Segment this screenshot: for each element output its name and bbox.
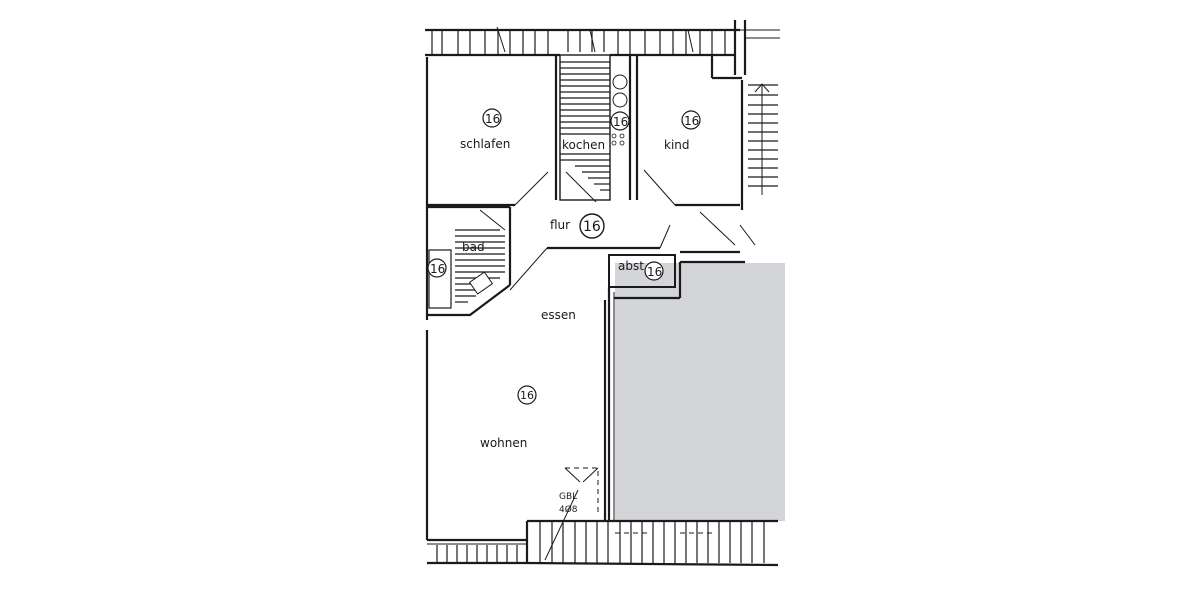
label-wohnen: wohnen	[480, 436, 527, 450]
room-wohnen	[544, 300, 607, 561]
badge-bad: 16	[430, 262, 445, 276]
top-balcony	[425, 20, 780, 75]
badge-kind: 16	[684, 114, 699, 128]
room-flur	[509, 211, 756, 291]
annotation-line1: GBL	[559, 492, 577, 502]
badge-flur: 16	[583, 219, 601, 235]
label-bad: bad	[462, 240, 485, 254]
label-kind: kind	[664, 138, 690, 152]
label-essen: essen	[541, 308, 576, 322]
badge-kochen: 16	[613, 115, 628, 129]
room-abst	[607, 254, 745, 520]
bottom-balcony	[427, 519, 779, 567]
badge-schlafen: 16	[485, 112, 500, 126]
exterior-stairs	[748, 83, 778, 195]
badge-wohnen: 16	[520, 389, 534, 402]
annotation-line2: 4Ø8	[559, 504, 578, 515]
label-abst: abst	[618, 259, 644, 273]
masked-area	[615, 263, 785, 521]
room-kind	[635, 55, 740, 207]
room-schlafen	[427, 55, 558, 207]
label-kochen: kochen	[562, 138, 605, 152]
label-flur: flur	[550, 218, 570, 232]
outer-walls	[425, 55, 744, 540]
room-kochen	[559, 54, 632, 203]
room-bad	[427, 205, 512, 317]
badge-abst: 16	[647, 265, 662, 279]
label-schlafen: schlafen	[460, 137, 510, 151]
